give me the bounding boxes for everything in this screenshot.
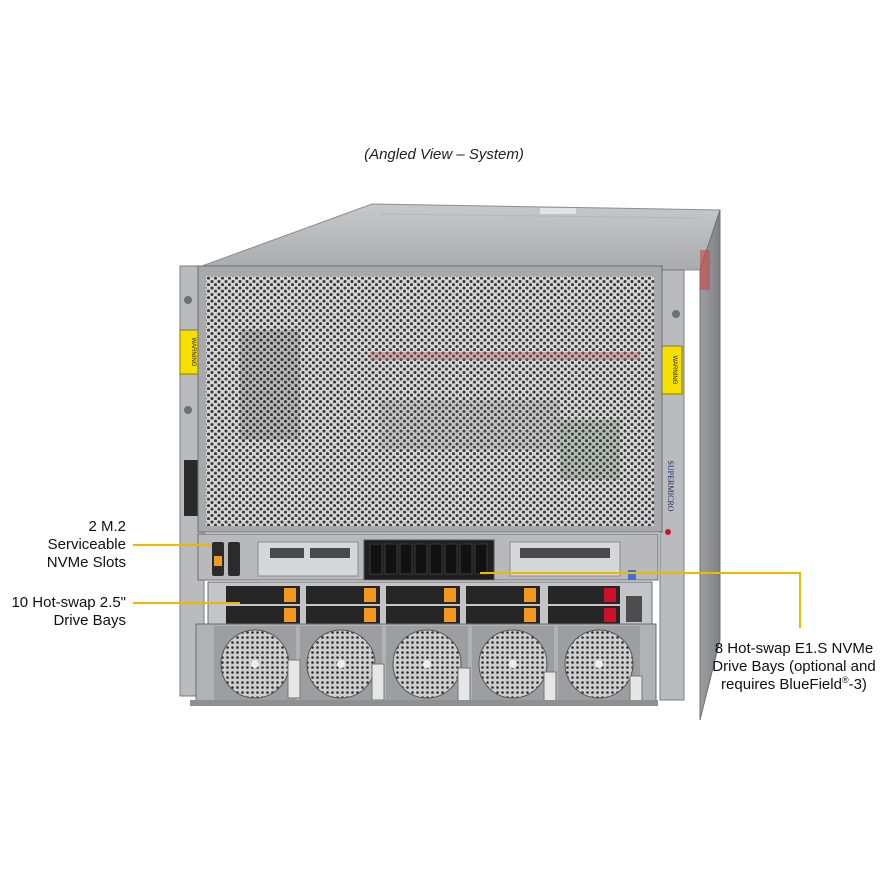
warning-label-right: WARNING xyxy=(671,356,677,385)
drive-bays-25 xyxy=(226,586,620,624)
callout-e1s-drive-bays: 8 Hot-swap E1.S NVMe Drive Bays (optiona… xyxy=(700,640,888,694)
callout-m2-line2: Serviceable xyxy=(47,536,126,553)
chassis-side xyxy=(699,209,721,721)
brand-logo: SUPERMICRO xyxy=(666,460,675,511)
callout-e1s-line3: requires BlueField®-3) xyxy=(700,676,888,694)
callout-25-drive-bays: 10 Hot-swap 2.5" Drive Bays xyxy=(0,594,126,630)
callout-m2-line3: NVMe Slots xyxy=(46,554,126,571)
gpu-tray-grille xyxy=(206,276,654,526)
right-rack-ear xyxy=(659,269,685,701)
m2-slot-2 xyxy=(228,542,240,576)
leader-line-e1s xyxy=(480,572,801,628)
callout-e1s-line2: Drive Bays (optional and xyxy=(712,658,876,675)
callout-m2-slots: 2 M.2 Serviceable NVMe Slots xyxy=(18,518,126,572)
callout-m2-line1: 2 M.2 xyxy=(88,518,126,535)
callout-e1s-line3-suffix: -3) xyxy=(848,676,867,693)
chassis-top xyxy=(201,203,721,271)
figure-caption: (Angled View – System) xyxy=(364,146,524,163)
warning-label-left: WARNING xyxy=(190,338,196,367)
fan-modules xyxy=(214,626,640,702)
callout-drives-line2: Drive Bays xyxy=(53,612,126,629)
registered-mark: ® xyxy=(841,675,849,685)
leader-lines xyxy=(133,544,801,628)
callout-e1s-line3-text: requires BlueField xyxy=(721,676,842,693)
callout-e1s-line1: 8 Hot-swap E1.S NVMe xyxy=(714,640,874,657)
callout-drives-line1: 10 Hot-swap 2.5" xyxy=(11,594,126,611)
e1s-drive-bays xyxy=(369,543,488,575)
